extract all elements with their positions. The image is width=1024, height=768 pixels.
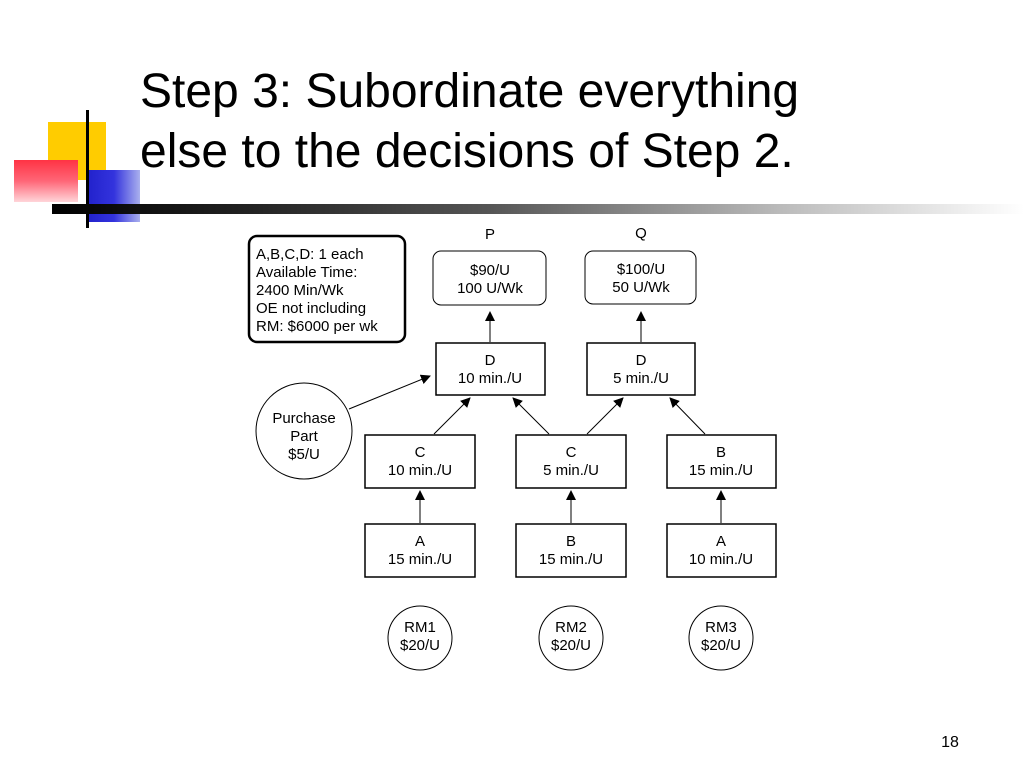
operation-a-1-resource: A [415, 533, 425, 550]
logo-vertical-line [86, 110, 89, 228]
product-p-label: P [485, 226, 495, 243]
operation-b-2-time: 15 min./U [539, 551, 603, 568]
purchase-part: Purchase Part $5/U [255, 382, 353, 480]
raw-material-rm3: RM3 $20/U [688, 605, 754, 671]
purchase-part-line-2: Part [290, 428, 318, 445]
arrow-c2-to-d-q [586, 397, 624, 435]
operation-b-1-resource: B [716, 444, 726, 461]
operation-c-1: C 10 min./U [364, 434, 476, 489]
operation-a-2-time: 10 min./U [689, 551, 753, 568]
operation-b-1-time: 15 min./U [689, 462, 753, 479]
operation-a-2: A 10 min./U [666, 523, 777, 578]
raw-material-rm1: RM1 $20/U [387, 605, 453, 671]
operation-c-2-resource: C [566, 444, 577, 461]
operation-d-p-resource: D [485, 352, 496, 369]
operation-c-2-time: 5 min./U [543, 462, 599, 479]
operation-d-p: D 10 min./U [435, 342, 546, 396]
product-q-price: $100/U [617, 261, 665, 278]
product-q: Q $100/U 50 U/Wk [584, 225, 697, 305]
arrow-b1-to-d-q [669, 397, 706, 435]
slide-title: Step 3: Subordinate everything else to t… [140, 62, 1000, 182]
operation-a-1-time: 15 min./U [388, 551, 452, 568]
info-line-5: RM: $6000 per wk [256, 318, 378, 335]
operation-d-q-time: 5 min./U [613, 370, 669, 387]
arrow-c1-to-d-p [433, 397, 471, 435]
arrow-c2-to-d-p [512, 397, 550, 435]
product-q-demand: 50 U/Wk [612, 279, 670, 296]
raw-material-rm1-name: RM1 [404, 619, 436, 636]
slide-title-line-1: Step 3: Subordinate everything [140, 65, 800, 118]
page-number: 18 [941, 734, 959, 751]
title-underline [52, 204, 1024, 214]
operation-d-p-time: 10 min./U [458, 370, 522, 387]
raw-material-rm3-cost: $20/U [701, 637, 741, 654]
product-p: P $90/U 100 U/Wk [432, 226, 547, 306]
purchase-part-line-1: Purchase [272, 410, 335, 427]
product-q-label: Q [635, 225, 647, 242]
operation-a-1: A 15 min./U [364, 523, 476, 578]
operation-d-q-resource: D [636, 352, 647, 369]
operation-b-2-resource: B [566, 533, 576, 550]
arrow-purchase-part-to-d-p [348, 374, 431, 410]
raw-material-rm1-cost: $20/U [400, 637, 440, 654]
slide-title-line-2: else to the decisions of Step 2. [140, 125, 794, 178]
operation-c-1-resource: C [415, 444, 426, 461]
flow-arrows [348, 311, 726, 523]
operation-d-q: D 5 min./U [586, 342, 696, 396]
info-line-4: OE not including [256, 300, 366, 317]
info-line-3: 2400 Min/Wk [256, 282, 344, 299]
info-line-1: A,B,C,D: 1 each [256, 246, 364, 263]
product-p-price: $90/U [470, 262, 510, 279]
operation-c-1-time: 10 min./U [388, 462, 452, 479]
logo-red-square [14, 160, 78, 202]
operation-b-2: B 15 min./U [515, 523, 627, 578]
operation-b-1: B 15 min./U [666, 434, 777, 489]
purchase-part-line-3: $5/U [288, 446, 320, 463]
raw-material-rm2: RM2 $20/U [538, 605, 604, 671]
raw-material-rm2-cost: $20/U [551, 637, 591, 654]
operation-c-2: C 5 min./U [515, 434, 627, 489]
raw-material-rm2-name: RM2 [555, 619, 587, 636]
info-box: A,B,C,D: 1 each Available Time: 2400 Min… [247, 234, 407, 344]
product-p-demand: 100 U/Wk [457, 280, 523, 297]
info-line-2: Available Time: [256, 264, 357, 281]
raw-material-rm3-name: RM3 [705, 619, 737, 636]
operation-a-2-resource: A [716, 533, 726, 550]
